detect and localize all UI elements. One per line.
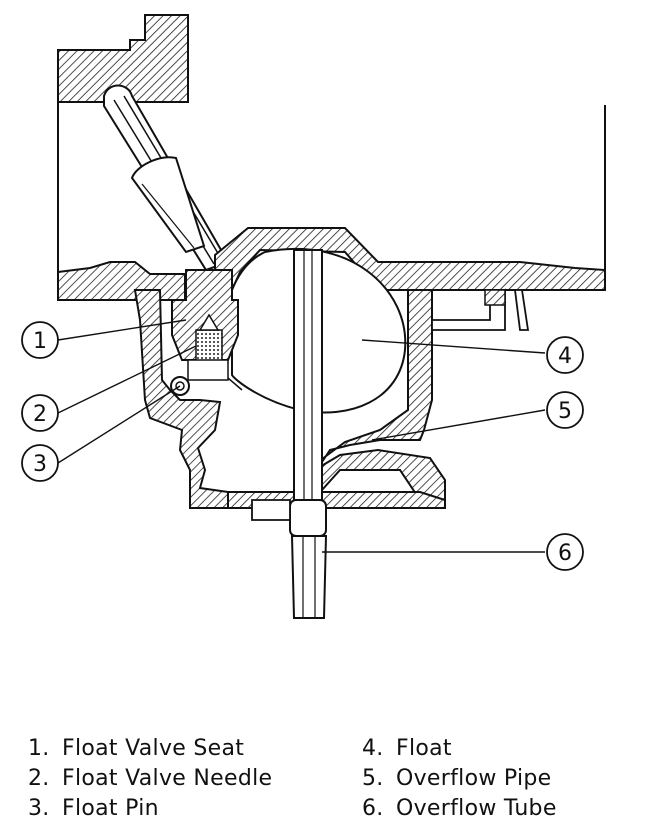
svg-text:6: 6 bbox=[558, 541, 572, 566]
right-bracket bbox=[431, 288, 530, 331]
bottom-bracket bbox=[251, 499, 291, 521]
overflow-tube bbox=[290, 535, 328, 619]
callout-6: 6 bbox=[546, 533, 584, 571]
svg-text:3: 3 bbox=[33, 452, 47, 477]
legend-item-2: 2.Float Valve Needle bbox=[28, 766, 273, 791]
fuel-passage bbox=[103, 84, 230, 272]
callout-2: 2 bbox=[21, 394, 59, 432]
float-valve-assembly bbox=[171, 269, 243, 391]
callout-3: 3 bbox=[21, 444, 59, 482]
svg-text:5: 5 bbox=[558, 399, 572, 424]
callout-4: 4 bbox=[546, 336, 584, 374]
legend-item-3: 3.Float Pin bbox=[28, 796, 159, 821]
callout-1: 1 bbox=[21, 321, 59, 359]
legend-item-6: 6.Overflow Tube bbox=[362, 796, 557, 821]
svg-text:1: 1 bbox=[33, 329, 47, 354]
body-outline bbox=[57, 102, 606, 290]
svg-text:4: 4 bbox=[558, 344, 572, 369]
left-flange bbox=[57, 261, 186, 301]
legend-item-4: 4.Float bbox=[362, 736, 452, 761]
upper-body-block bbox=[57, 14, 189, 103]
callout-5: 5 bbox=[546, 391, 584, 429]
legend-item-5: 5.Overflow Pipe bbox=[362, 766, 552, 791]
svg-text:2: 2 bbox=[33, 402, 47, 427]
overflow-pipe bbox=[289, 249, 327, 537]
right-lug bbox=[484, 289, 506, 306]
leader-lines bbox=[57, 319, 546, 553]
legend-right: 4.Float 5.Overflow Pipe 6.Overflow Tube bbox=[362, 734, 557, 824]
legend-left: 1.Float Valve Seat 2.Float Valve Needle … bbox=[28, 734, 272, 824]
float-chamber-diagram: 1 2 3 4 5 6 bbox=[21, 14, 606, 619]
legend-item-1: 1.Float Valve Seat bbox=[28, 736, 245, 761]
